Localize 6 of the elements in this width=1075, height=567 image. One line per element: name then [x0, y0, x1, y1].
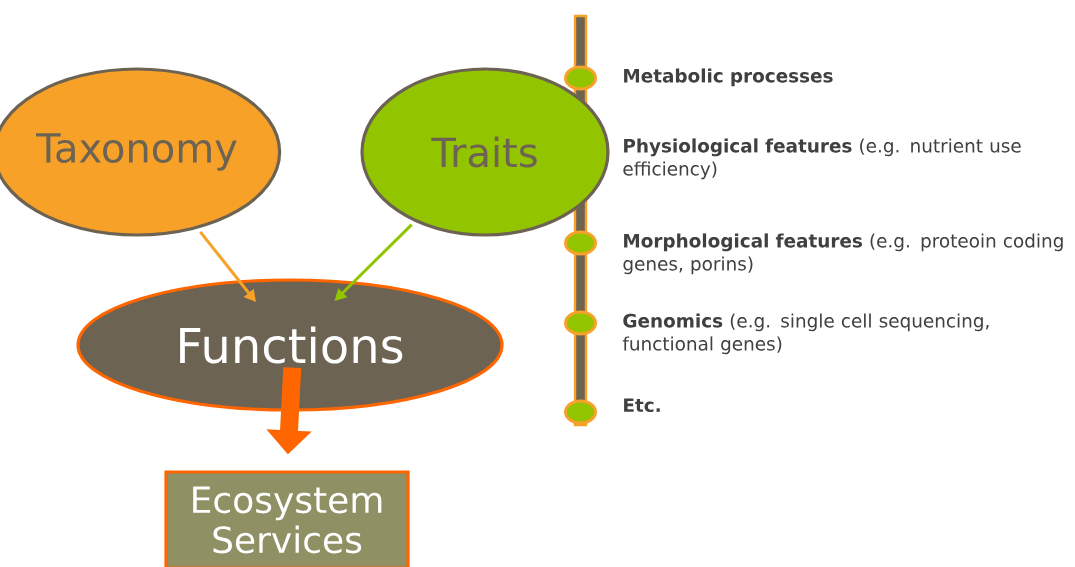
- ellipse-node: Functions: [76, 278, 504, 412]
- list-item: Genomics (e.g. single cell sequencing, functional genes): [622, 313, 989, 355]
- ellipse-node: Traits: [360, 67, 610, 237]
- list-item: Morphological features (e.g. proteoin coding genes, porins): [623, 233, 1063, 275]
- list-item: Etc.: [624, 398, 660, 413]
- process-box: Ecosystem Services: [164, 470, 410, 567]
